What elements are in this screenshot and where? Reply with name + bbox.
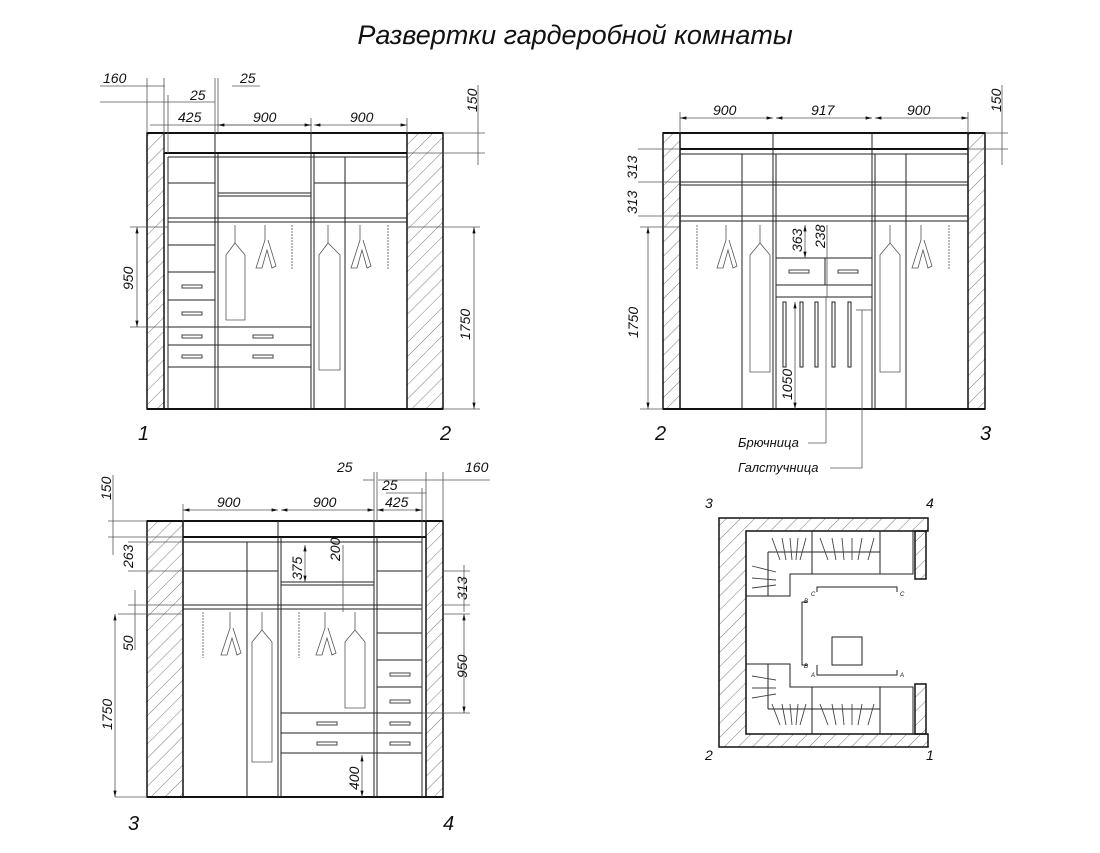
- dim-1750: 1750: [99, 699, 115, 730]
- dim-917: 917: [811, 102, 836, 118]
- elevation-2-3: 900 917 900 150 313 313 1750 363 238 105…: [624, 85, 1008, 475]
- dim-313-b: 313: [624, 190, 640, 214]
- wall-right: [967, 132, 986, 410]
- dim-1750: 1750: [625, 307, 641, 338]
- plan-corner-1: 1: [926, 747, 934, 763]
- dim-25-a: 25: [189, 87, 206, 103]
- dim-313: 313: [454, 576, 470, 600]
- wall-right: [406, 132, 444, 410]
- section-mark-c-left: C: [811, 592, 816, 598]
- dim-1750: 1750: [457, 309, 473, 340]
- dim-313-a: 313: [624, 155, 640, 179]
- corner-label-2: 2: [439, 423, 451, 445]
- dim-363: 363: [789, 228, 805, 252]
- dim-50: 50: [120, 635, 136, 651]
- dim-900-b: 900: [907, 102, 931, 118]
- dim-150: 150: [988, 88, 1004, 112]
- dim-150: 150: [464, 88, 480, 112]
- plan-walls: [718, 517, 929, 748]
- section-mark-a-left: A: [810, 673, 815, 679]
- floor-plan: C C B B A A 3 4 2 1: [704, 495, 934, 763]
- dim-238: 238: [812, 224, 828, 249]
- wall-right: [425, 520, 444, 798]
- wall-left: [662, 132, 681, 410]
- dim-400: 400: [346, 766, 362, 790]
- section-mark-b-bottom: B: [804, 664, 808, 670]
- dim-900-b: 900: [313, 494, 337, 510]
- corner-label-3: 3: [128, 813, 139, 835]
- plan-corner-4: 4: [926, 495, 934, 511]
- plan-corner-2: 2: [704, 747, 713, 763]
- dim-900-a: 900: [713, 102, 737, 118]
- plan-corner-3: 3: [705, 495, 713, 511]
- dim-375: 375: [289, 556, 305, 580]
- dim-160: 160: [465, 459, 489, 475]
- dim-1050: 1050: [779, 369, 795, 400]
- section-mark-c-right: C: [900, 592, 905, 598]
- dim-900-b: 900: [350, 109, 374, 125]
- elevation-1-2: 160 25 25 425 900 900 150 950 1750 1 2: [100, 70, 485, 445]
- wall-left: [146, 132, 165, 410]
- dim-25-b: 25: [239, 70, 256, 86]
- corner-label-2: 2: [654, 423, 666, 445]
- corner-label-3: 3: [980, 423, 991, 445]
- plan-wall-stub-top: [914, 530, 927, 580]
- section-mark-b-top: B: [804, 599, 808, 605]
- dim-425: 425: [178, 109, 202, 125]
- dim-900-a: 900: [253, 109, 277, 125]
- dim-263: 263: [120, 544, 136, 569]
- callout-tie-rack: Галстучница: [738, 460, 819, 475]
- dim-200: 200: [327, 537, 343, 562]
- dim-25-a: 25: [336, 459, 353, 475]
- page-title: Развертки гардеробной комнаты: [357, 20, 793, 50]
- dim-900-a: 900: [217, 494, 241, 510]
- dim-950: 950: [454, 654, 470, 678]
- plan-wall-stub-bottom: [914, 683, 927, 735]
- section-mark-a-right: A: [899, 673, 904, 679]
- dim-160: 160: [103, 70, 127, 86]
- corner-label-4: 4: [443, 813, 454, 835]
- dim-425: 425: [385, 494, 409, 510]
- dim-25-b: 25: [381, 477, 398, 493]
- corner-label-1: 1: [138, 423, 149, 445]
- dim-150: 150: [98, 476, 114, 500]
- elevation-3-4: 25 160 25 900 900 425 150 263 50 1750 37…: [98, 459, 490, 835]
- callout-trouser-rack: Брючница: [738, 435, 799, 450]
- wall-left: [146, 520, 184, 798]
- dim-950: 950: [120, 266, 136, 290]
